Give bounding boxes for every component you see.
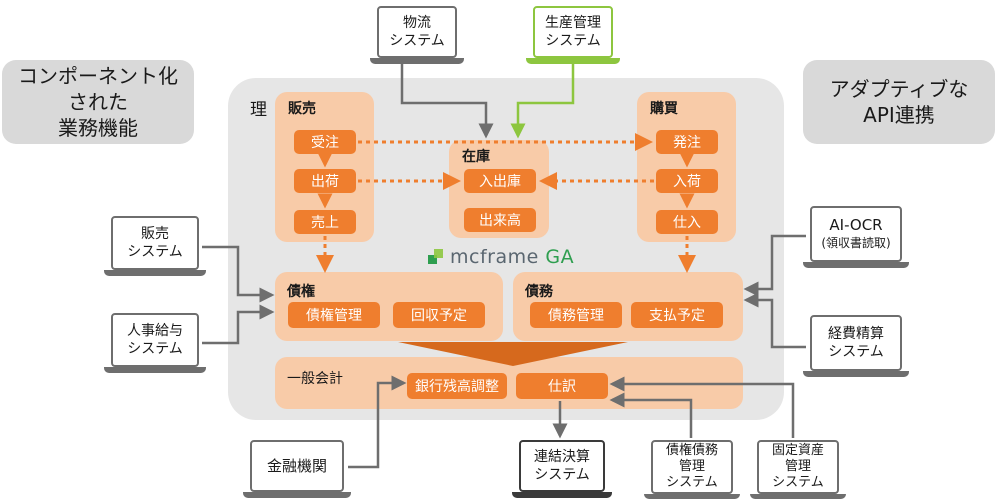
laptop-receivable-payable: 債権債務 管理 システム [644, 440, 740, 499]
chip-payment-plan: 支払予定 [631, 302, 723, 328]
laptop-expense: 経費精算 システム [803, 315, 909, 377]
sales-panel-title: 販売 [288, 101, 316, 117]
chip-stock-in-out: 入出庫 [464, 169, 536, 193]
laptop-logistics-base [370, 58, 464, 64]
laptop-hr-base [104, 367, 206, 373]
brand-logo: mcframe GA [428, 246, 574, 268]
rp-line2: 管理 [678, 459, 705, 474]
purchase-panel-title: 購買 [650, 101, 678, 117]
production-line2: システム [545, 33, 601, 49]
laptop-rp-base [644, 494, 740, 499]
rp-line3: システム [666, 475, 718, 490]
laptop-bank-screen: 金融機関 [250, 440, 344, 492]
laptop-consolidated-base [512, 492, 612, 498]
laptop-sales-system: 販売 システム [104, 216, 206, 276]
brand-name-text: mcframe [450, 246, 539, 268]
brand-mark-icon [428, 249, 443, 264]
laptop-hr-screen: 人事給与 システム [111, 313, 199, 367]
laptop-fa-base [750, 494, 846, 499]
logistics-line1: 物流 [403, 15, 431, 31]
receivables-panel-title: 債権 [287, 284, 315, 300]
chip-payables-mgmt: 債務管理 [530, 302, 622, 328]
laptop-consolidated-screen: 連結決算 システム [519, 440, 605, 492]
hr-line1: 人事給与 [127, 323, 183, 339]
chip-order-received: 受注 [294, 130, 356, 154]
left-label-line2: された [68, 90, 128, 114]
brand-suffix: GA [545, 246, 575, 268]
laptop-sales-screen: 販売 システム [111, 216, 199, 270]
general-ledger-panel [275, 357, 743, 409]
consolidated-line2: システム [534, 467, 590, 483]
chip-sales: 売上 [294, 210, 356, 234]
expense-line1: 経費精算 [828, 326, 884, 342]
laptop-ai-ocr-screen: AI-OCR (領収書読取) [810, 206, 902, 262]
laptop-bank: 金融機関 [243, 440, 351, 498]
fa-line3: システム [772, 475, 824, 490]
chip-receivables-mgmt: 債権管理 [288, 302, 380, 328]
logistics-line2: システム [389, 33, 445, 49]
laptop-hr-payroll: 人事給与 システム [104, 313, 206, 373]
payables-panel-title: 債務 [525, 284, 553, 300]
chip-bank-reconciliation: 銀行残高調整 [407, 373, 507, 399]
left-label-line3: 業務機能 [58, 116, 138, 140]
right-label-line2: API連携 [863, 103, 935, 127]
ai-ocr-line1: AI-OCR [829, 216, 883, 234]
ai-ocr-line2: (領収書読取) [821, 236, 891, 250]
hr-line2: システム [127, 341, 183, 357]
laptop-logistics-screen: 物流 システム [377, 6, 457, 58]
laptop-expense-base [803, 371, 909, 377]
laptop-ai-ocr: AI-OCR (領収書読取) [803, 206, 909, 268]
laptop-production-base [526, 58, 620, 64]
brand-name: mcframe GA [450, 246, 574, 268]
production-line1: 生産管理 [545, 15, 601, 31]
laptop-sales-base [104, 270, 206, 276]
chip-output: 出来高 [464, 208, 536, 232]
fa-line2: 管理 [784, 459, 811, 474]
bank-line1: 金融機関 [266, 457, 327, 475]
right-label: アダプティブな API連携 [803, 60, 995, 144]
chip-collection-plan: 回収予定 [393, 302, 485, 328]
right-label-line1: アダプティブな [829, 77, 969, 101]
general-ledger-title: 一般会計 [287, 371, 343, 387]
laptop-consolidated: 連結決算 システム [512, 440, 612, 498]
chip-shipment: 出荷 [294, 169, 356, 193]
chip-purchasing: 仕入 [656, 210, 718, 234]
laptop-expense-screen: 経費精算 システム [810, 315, 902, 371]
expense-line2: システム [828, 344, 884, 360]
laptop-fa-screen: 固定資産 管理 システム [757, 440, 839, 494]
laptop-bank-base [243, 492, 351, 498]
laptop-production-screen: 生産管理 システム [533, 6, 613, 58]
chip-receiving: 入荷 [656, 169, 718, 193]
sales-system-line2: システム [127, 244, 183, 260]
inventory-panel-title: 在庫 [462, 149, 490, 165]
consolidated-line1: 連結決算 [534, 449, 590, 465]
laptop-fixed-assets: 固定資産 管理 システム [750, 440, 846, 499]
laptop-ai-ocr-base [803, 262, 909, 268]
chip-purchase-order: 発注 [656, 130, 718, 154]
laptop-logistics: 物流 システム [370, 6, 464, 64]
fa-line1: 固定資産 [771, 443, 824, 458]
sales-system-line1: 販売 [141, 226, 169, 242]
chip-journal-entry: 仕訳 [516, 373, 608, 399]
left-label-line1: コンポーネント化 [18, 64, 178, 88]
laptop-production: 生産管理 システム [526, 6, 620, 64]
rp-line1: 債権債務 [665, 443, 718, 458]
laptop-rp-screen: 債権債務 管理 システム [651, 440, 733, 494]
left-label: コンポーネント化 された 業務機能 [2, 60, 194, 144]
